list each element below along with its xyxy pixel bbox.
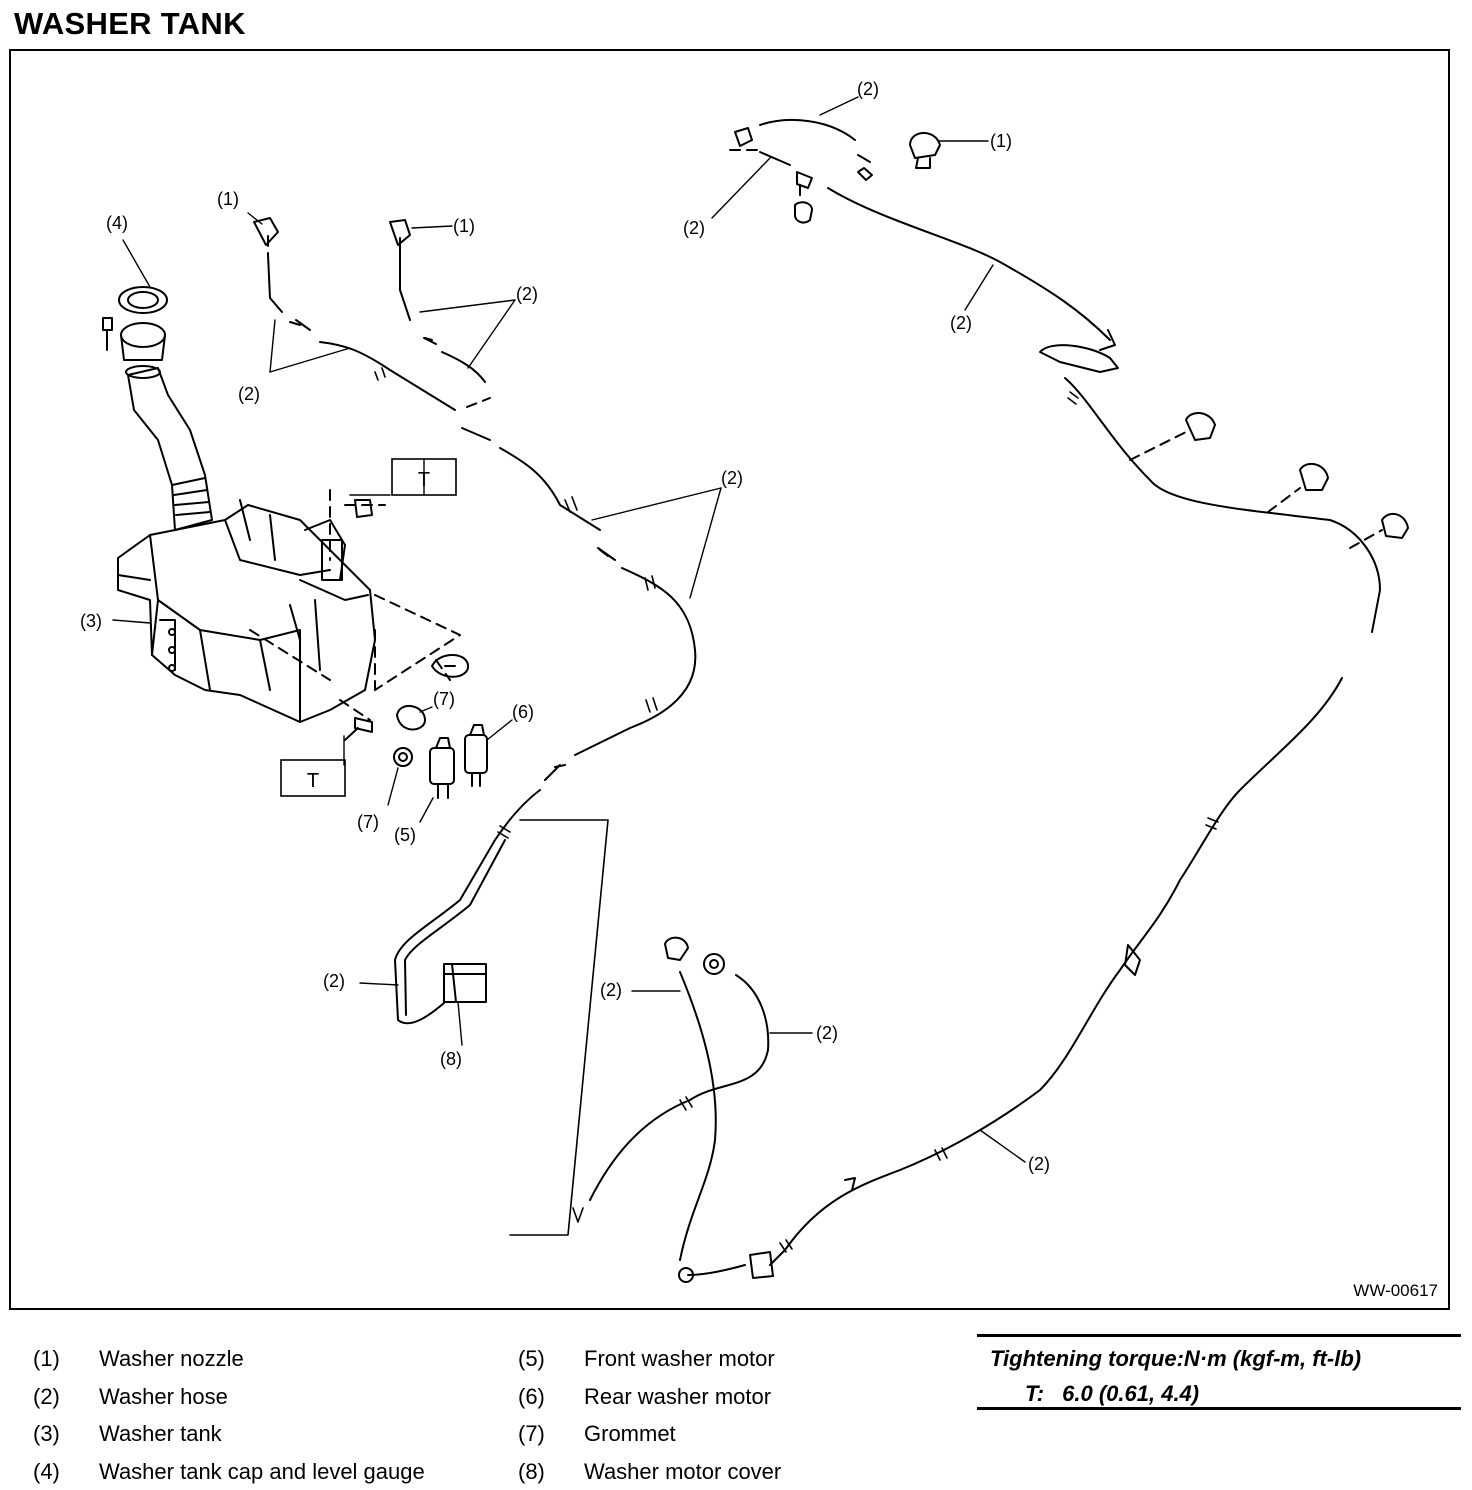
washer-hoses xyxy=(267,119,1381,1276)
legend-item: (8)Washer motor cover xyxy=(518,1458,782,1484)
figure-id: WW-00617 xyxy=(1353,1281,1438,1300)
callout-2-center: (2) xyxy=(516,284,538,304)
callout-2-top-left: (2) xyxy=(683,218,705,238)
callout-5: (5) xyxy=(394,825,416,845)
torque-heading: Tightening torque:N·m (kgf-m, ft-lb) xyxy=(990,1346,1362,1371)
callout-8: (8) xyxy=(440,1049,462,1069)
legend-item: (4)Washer tank cap and level gauge xyxy=(33,1458,425,1484)
torque-box-upper xyxy=(391,458,457,496)
callout-2-upper-right: (2) xyxy=(950,313,972,333)
grommet-upper xyxy=(396,705,426,731)
callout-2-top: (2) xyxy=(857,79,879,99)
tank-bolt xyxy=(344,717,373,741)
torque-value-row: T: 6.0 (0.61, 4.4) xyxy=(1025,1381,1199,1407)
grommet-lower xyxy=(393,747,413,767)
callout-7-upper: (7) xyxy=(433,689,455,709)
callout-2-mid: (2) xyxy=(721,468,743,488)
legend-left-column: (1)Washer nozzle (2)Washer hose (3)Washe… xyxy=(33,1340,425,1490)
torque-spec-box: Tightening torque:N·m (kgf-m, ft-lb) T: 6… xyxy=(977,1334,1461,1410)
washer-motor-cover xyxy=(443,963,487,1003)
callout-1-left: (1) xyxy=(217,189,239,209)
legend-item: (7)Grommet xyxy=(518,1421,676,1446)
hose-clamps xyxy=(374,367,1219,1253)
legend-item: (3)Washer tank xyxy=(33,1421,222,1446)
torque-box-lower-label: T xyxy=(307,770,319,792)
rear-washer-motor xyxy=(464,724,488,787)
callout-2-lower-left: (2) xyxy=(600,980,622,1000)
torque-box-upper-label: T xyxy=(418,469,430,491)
tank-nut xyxy=(354,499,373,518)
legend-item: (2)Washer hose xyxy=(33,1383,228,1409)
torque-value: 6.0 (0.61, 4.4) xyxy=(1062,1381,1200,1406)
assembly-lines xyxy=(249,489,461,721)
torque-box-lower xyxy=(280,759,346,797)
washer-tank xyxy=(117,499,376,723)
callout-1-center: (1) xyxy=(453,216,475,236)
callout-2-left: (2) xyxy=(238,384,260,404)
callout-1-right: (1) xyxy=(990,131,1012,151)
page-title: WASHER TANK xyxy=(14,6,246,41)
hose-clip xyxy=(431,653,470,678)
callout-2-bottom-right: (2) xyxy=(1028,1154,1050,1174)
diagram-frame xyxy=(9,49,1450,1310)
leader-lines xyxy=(112,96,1026,1163)
callout-2-lower-right: (2) xyxy=(816,1023,838,1043)
torque-symbol: T: xyxy=(1025,1381,1045,1406)
legend-item: (5)Front washer motor xyxy=(518,1346,775,1371)
callout-4: (4) xyxy=(106,213,128,233)
callout-7-lower: (7) xyxy=(357,812,379,832)
grommet-leaders xyxy=(267,149,1383,549)
legend-middle-column: (5)Front washer motor (6)Rear washer mot… xyxy=(518,1340,781,1490)
legend-item: (6)Rear washer motor xyxy=(518,1383,772,1409)
callout-2-detail: (2) xyxy=(323,971,345,991)
callout-3: (3) xyxy=(80,611,102,631)
front-washer-motor xyxy=(429,737,455,799)
legend-item: (1)Washer nozzle xyxy=(33,1346,244,1371)
filler-neck xyxy=(102,286,213,531)
callout-6: (6) xyxy=(512,702,534,722)
detail-outline xyxy=(509,819,609,1236)
washer-nozzles xyxy=(253,127,1409,1283)
